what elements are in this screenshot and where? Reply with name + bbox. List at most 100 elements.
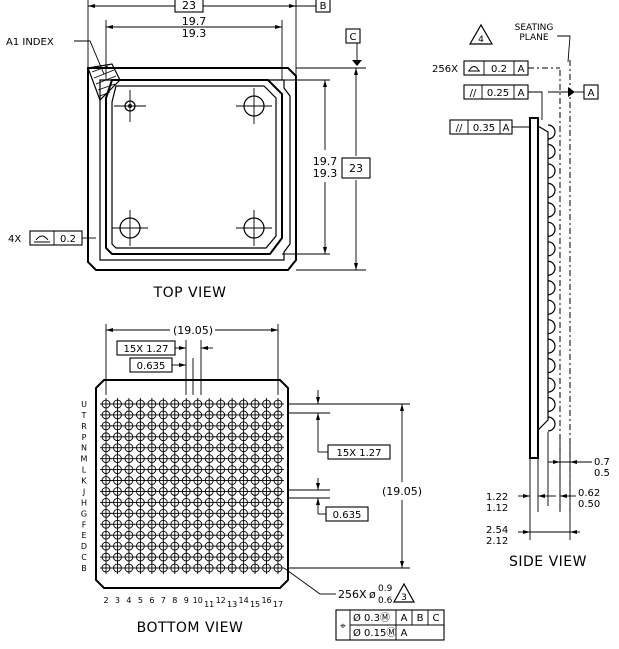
col-label: 5: [138, 596, 143, 605]
solder-ball: [214, 507, 227, 520]
solder-ball: [237, 441, 250, 454]
solder-ball: [249, 408, 262, 421]
solder-ball: [180, 397, 193, 411]
solder-ball: [237, 419, 250, 432]
solder-ball: [168, 463, 181, 476]
solder-ball: [134, 474, 147, 487]
solder-ball: [180, 540, 193, 553]
solder-ball: [191, 540, 204, 553]
side-ball: [547, 377, 556, 393]
solder-ball: [260, 419, 273, 432]
dim-mold-max: 0.62: [578, 488, 600, 499]
solder-ball: [271, 540, 285, 553]
side-ball: [547, 202, 556, 218]
solder-ball: [260, 463, 273, 476]
solder-ball: [157, 496, 170, 509]
top-view-title: TOP VIEW: [153, 285, 227, 301]
solder-ball: [157, 561, 170, 575]
solder-ball: [99, 529, 113, 542]
solder-ball: [111, 441, 124, 454]
solder-ball: [237, 529, 250, 542]
datum-b-label: B: [320, 1, 327, 12]
side-ball: [547, 299, 556, 315]
solder-ball: [191, 561, 204, 575]
solder-ball: [168, 452, 181, 465]
solder-ball: [157, 441, 170, 454]
solder-ball: [260, 496, 273, 509]
dim-offset-y: 0.635: [333, 510, 362, 521]
solder-ball: [180, 561, 193, 575]
solder-ball: [203, 430, 216, 443]
profile-count: 256X: [432, 64, 458, 75]
row-label: K: [81, 477, 87, 486]
solder-ball: [260, 518, 273, 531]
solder-ball: [168, 540, 181, 553]
solder-ball: [111, 485, 124, 498]
solder-ball: [226, 518, 239, 531]
side-ball: [547, 416, 556, 432]
solder-ball: [111, 561, 124, 575]
solder-ball: [168, 518, 181, 531]
solder-ball: [214, 419, 227, 432]
col-label: 15: [250, 600, 260, 609]
dim-height-box: [341, 157, 371, 179]
solder-ball: [157, 485, 170, 498]
col-label: 11: [204, 600, 214, 609]
solder-ball: [203, 540, 216, 553]
solder-ball: [271, 561, 285, 575]
solder-ball: [122, 474, 135, 487]
solder-ball: [180, 419, 193, 432]
solder-ball: [226, 430, 239, 443]
solder-ball: [260, 441, 273, 454]
solder-ball: [168, 474, 181, 487]
col-label: 16: [261, 596, 271, 605]
solder-ball: [249, 518, 262, 531]
datum-a-label: A: [588, 88, 595, 99]
solder-ball: [249, 529, 262, 542]
solder-ball: [111, 551, 124, 564]
solder-ball: [249, 507, 262, 520]
col-label: 7: [161, 596, 166, 605]
row-label: B: [81, 564, 87, 573]
row-label: F: [82, 520, 87, 529]
solder-ball: [111, 540, 124, 553]
solder-ball: [249, 485, 262, 498]
solder-ball: [226, 561, 239, 575]
solder-ball: [271, 397, 285, 411]
side-ball: [547, 358, 556, 374]
col-label: 9: [184, 596, 189, 605]
side-note-number: 4: [478, 35, 484, 45]
solder-ball: [157, 419, 170, 432]
side-ball: [547, 241, 556, 257]
side-ball: [547, 143, 556, 160]
flatness-symbol-icon: [34, 235, 50, 243]
solder-ball: [111, 474, 124, 487]
solder-ball: [249, 419, 262, 432]
solder-ball: [214, 551, 227, 564]
solder-ball: [99, 430, 113, 443]
side-ball: [547, 260, 556, 276]
dim-ball-height-max: 0.7: [594, 457, 610, 468]
ball-count: 256X: [338, 588, 367, 601]
pos-row1-datum-b: B: [417, 613, 424, 624]
solder-ball: [249, 430, 262, 443]
solder-ball: [99, 485, 113, 498]
solder-ball: [145, 551, 158, 564]
solder-ball: [145, 529, 158, 542]
position-symbol-icon: ⌖: [340, 621, 346, 632]
note-3-triangle-icon: [392, 582, 416, 603]
solder-ball: [99, 496, 113, 509]
solder-ball: [99, 408, 113, 421]
solder-ball: [249, 496, 262, 509]
row-label: D: [81, 542, 87, 551]
solder-ball: [226, 452, 239, 465]
solder-ball: [145, 485, 158, 498]
solder-ball: [191, 518, 204, 531]
pos-row1-tol: Ø 0.3Ⓜ: [353, 612, 390, 624]
dim-array-width: (19.05): [173, 324, 213, 337]
side-view: 4 SEATING PLANE 256X 0.2 A // 0.25 A A /…: [432, 23, 610, 570]
solder-ball: [180, 408, 193, 421]
solder-ball: [122, 529, 135, 542]
solder-ball: [157, 452, 170, 465]
